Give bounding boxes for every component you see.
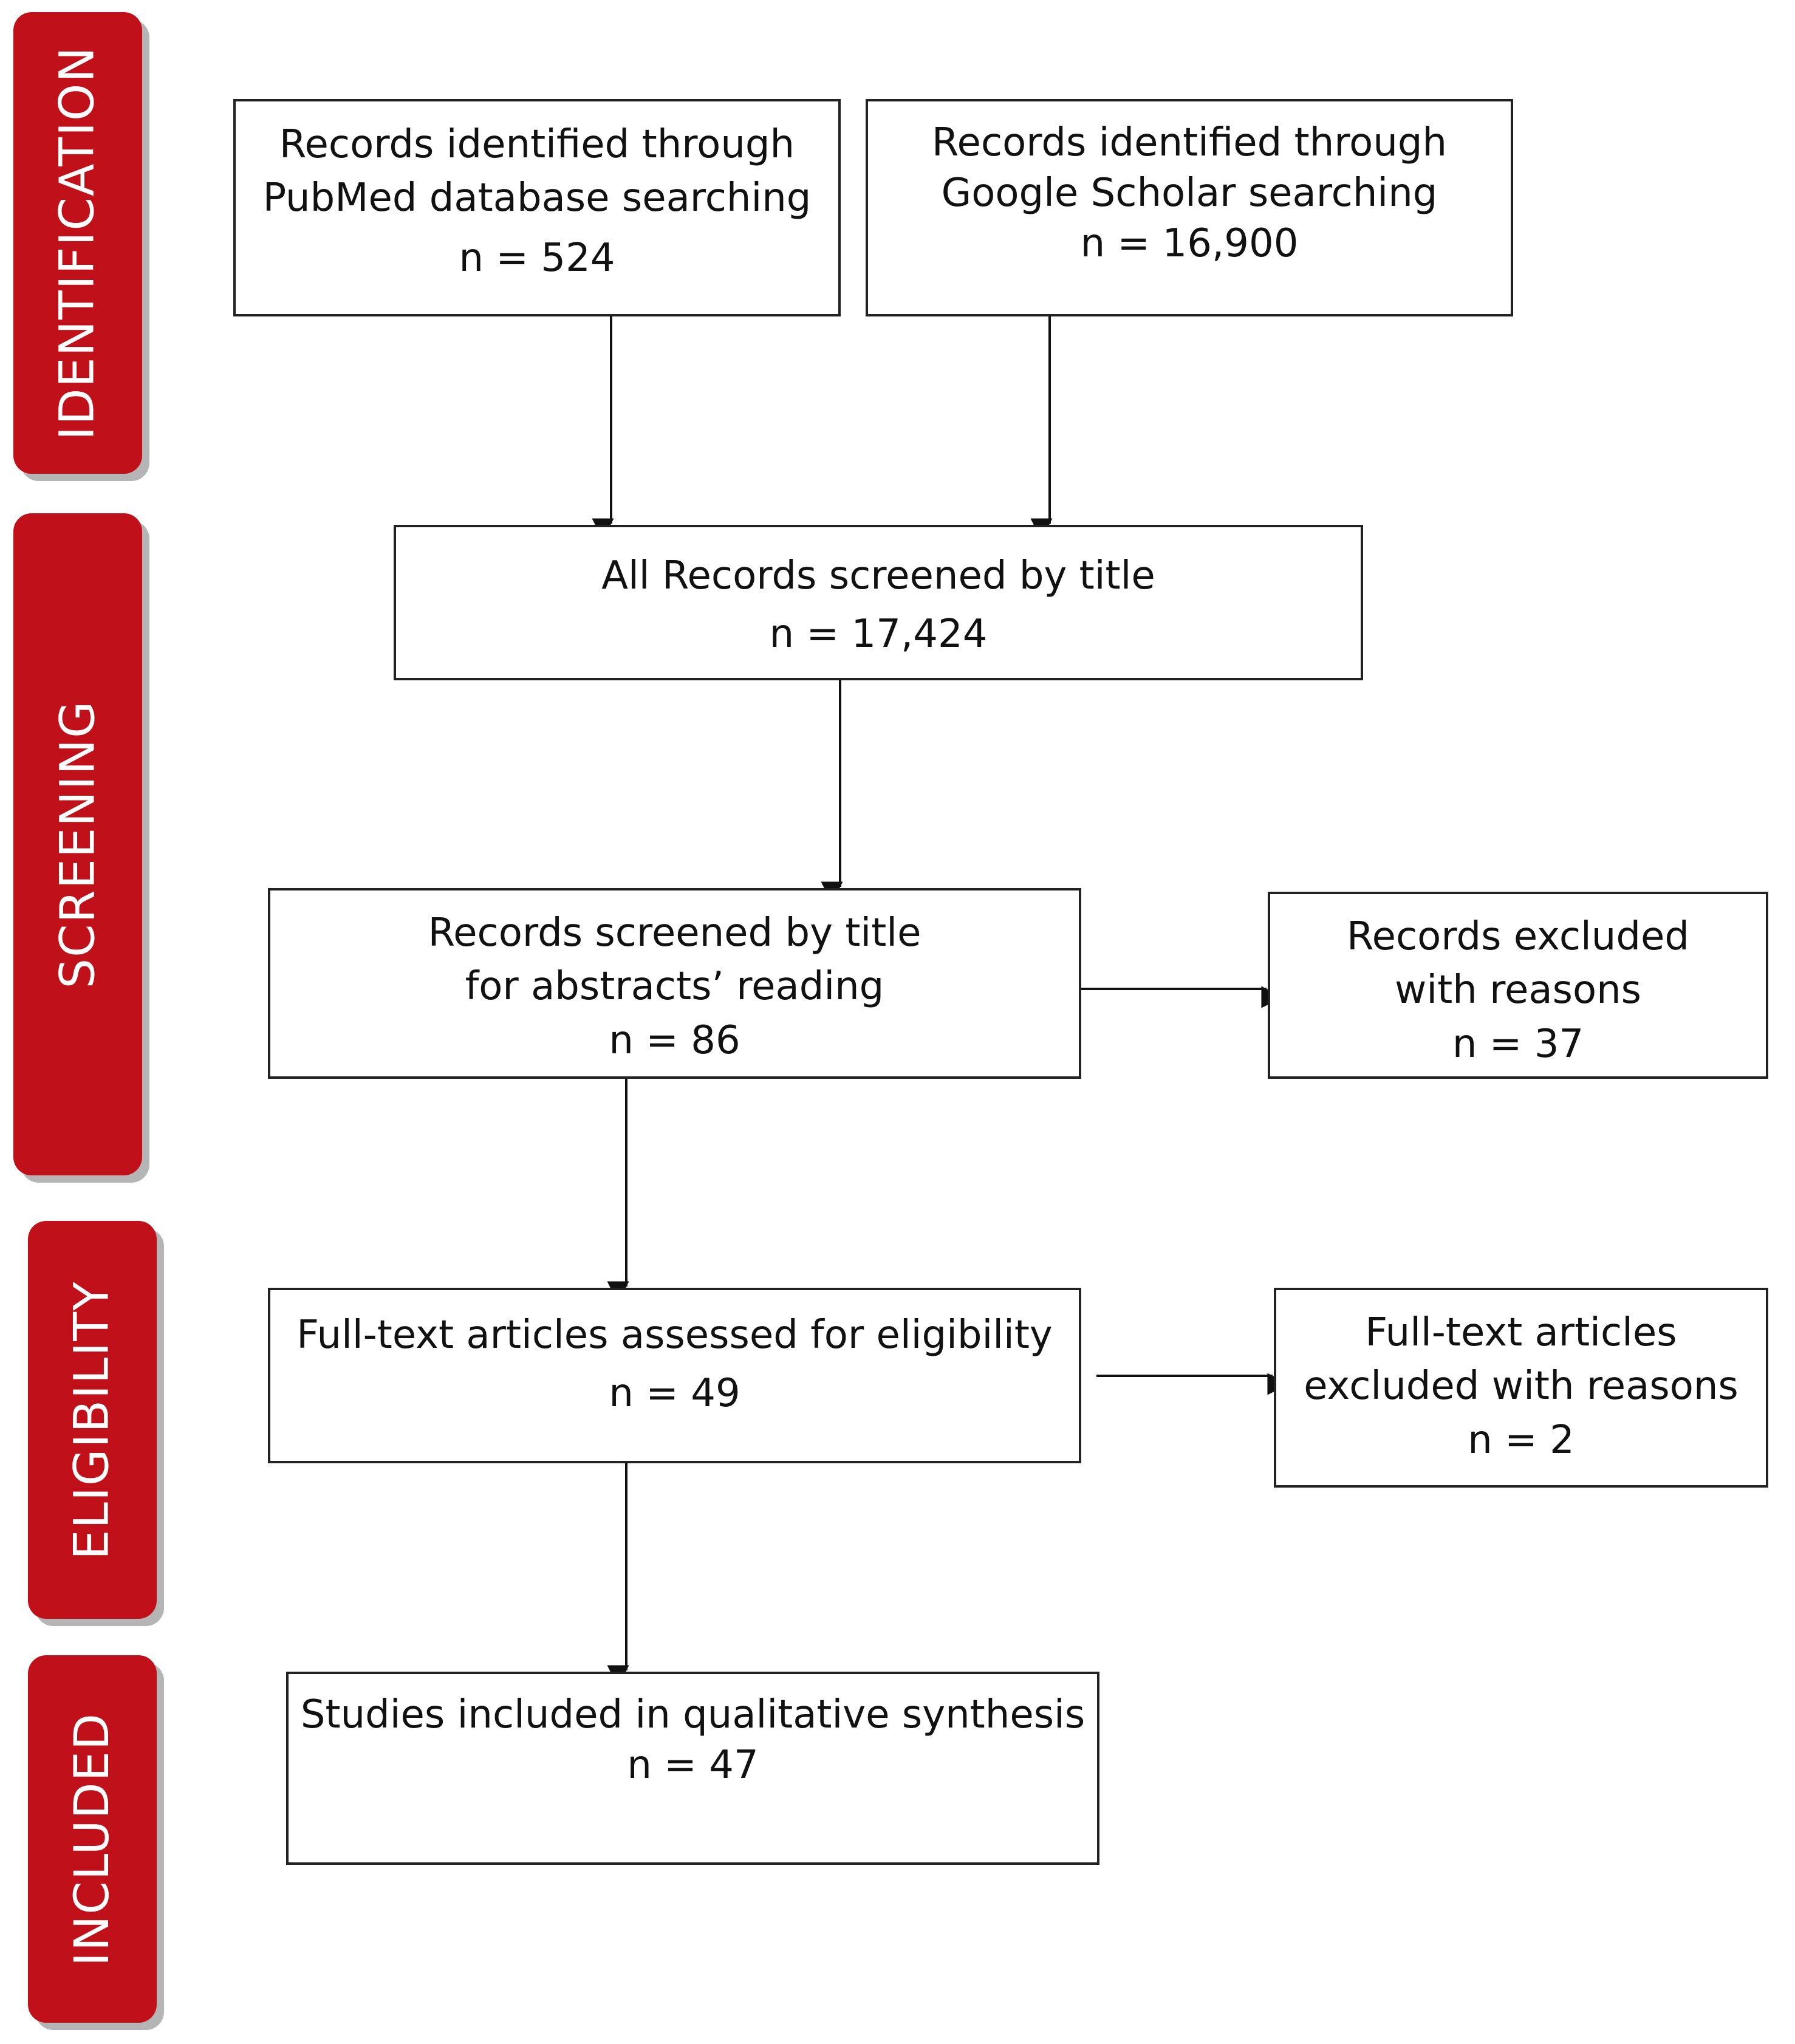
box-abstracts-line-2: for abstracts’ reading	[465, 964, 884, 1010]
box-abstracts-reading: Records screened by title for abstracts’…	[268, 888, 1081, 1079]
box-abstracts-count: n = 86	[609, 1017, 740, 1063]
box-scholar-count: n = 16,900	[1080, 221, 1299, 267]
box-pubmed-records: Records identified through PubMed databa…	[233, 99, 841, 316]
phase-eligibility: ELIGIBILITY	[28, 1221, 157, 1619]
box-studies-included: Studies included in qualitative synthesi…	[286, 1672, 1099, 1865]
box-fulltext-excluded-line-1: Full-text articles	[1365, 1310, 1677, 1355]
box-fulltext-line-1: Full-text articles assessed for eligibil…	[296, 1313, 1053, 1358]
box-fulltext-excluded-count: n = 2	[1468, 1417, 1574, 1463]
box-fulltext-excluded: Full-text articles excluded with reasons…	[1274, 1288, 1768, 1488]
box-records-excluded: Records excluded with reasons n = 37	[1268, 892, 1768, 1079]
box-included-line-1: Studies included in qualitative synthesi…	[300, 1692, 1086, 1737]
box-all-screened: All Records screened by title n = 17,424	[394, 525, 1363, 680]
box-fulltext-count: n = 49	[609, 1371, 740, 1416]
box-included-count: n = 47	[627, 1743, 759, 1788]
box-fulltext-assessed: Full-text articles assessed for eligibil…	[268, 1288, 1081, 1463]
box-excluded-line-2: with reasons	[1394, 968, 1642, 1013]
box-abstracts-line-1: Records screened by title	[428, 911, 921, 955]
box-pubmed-line-2: PubMed database searching	[262, 176, 812, 221]
box-fulltext-excluded-line-2: excluded with reasons	[1304, 1364, 1739, 1409]
box-scholar-line-2: Google Scholar searching	[941, 171, 1438, 216]
phase-screening: SCREENING	[13, 513, 142, 1175]
phase-included: INCLUDED	[28, 1655, 157, 2023]
box-all-screened-line-1: All Records screened by title	[601, 553, 1155, 598]
box-pubmed-line-1: Records identified through	[279, 122, 795, 167]
box-all-screened-count: n = 17,424	[769, 612, 988, 657]
box-pubmed-count: n = 524	[459, 235, 615, 281]
box-excluded-line-1: Records excluded	[1347, 914, 1689, 959]
box-excluded-count: n = 37	[1452, 1021, 1584, 1067]
phase-identification: IDENTIFICATION	[13, 12, 142, 474]
box-scholar-records: Records identified through Google Schola…	[866, 99, 1513, 316]
box-scholar-line-1: Records identified through	[931, 120, 1448, 165]
